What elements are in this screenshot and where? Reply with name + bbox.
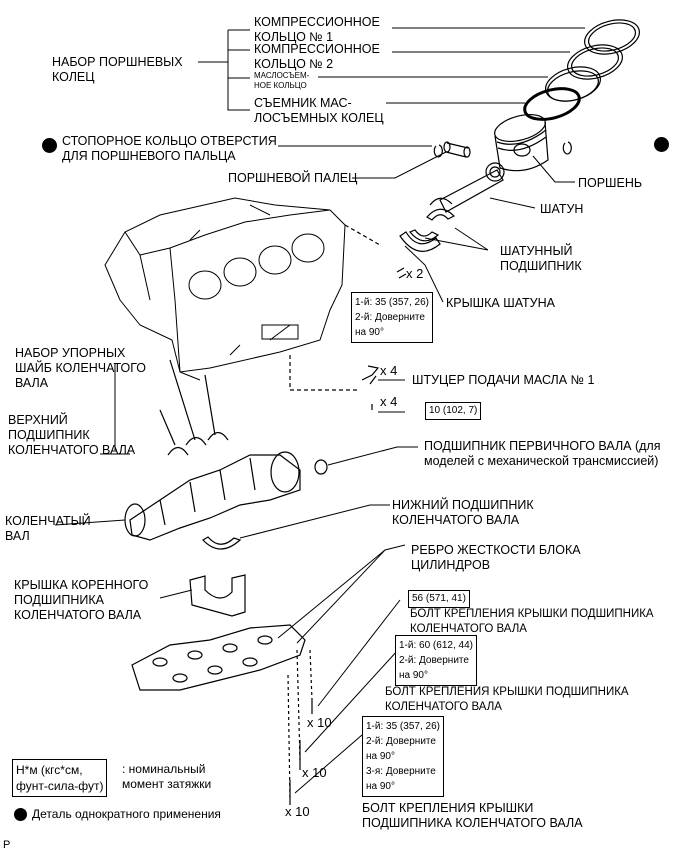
- non-reusable-dot-left: [42, 138, 57, 153]
- rod-bearing-upper: [426, 208, 456, 221]
- label-snap-ring: СТОПОРНОЕ КОЛЬЦО ОТВЕРСТИЯ ДЛЯ ПОРШНЕВОГ…: [62, 134, 277, 163]
- mult-bolt-1: x 10: [307, 715, 332, 730]
- mult-jet-bolt: x 4: [380, 394, 398, 409]
- ring-expander: [523, 87, 581, 121]
- pilot-bearing-shape: [314, 459, 328, 475]
- thrust-washer-a: [167, 446, 189, 456]
- ring-oil: [545, 66, 601, 102]
- mult-rod-nut: x 2: [406, 266, 424, 281]
- legend-unit-box: Н*м (кгс*см, фунт-сила-фут): [12, 759, 108, 797]
- torque-bolt-3: 1-й: 35 (357, 26) 2-й: Доверните на 90° …: [362, 716, 444, 797]
- label-bolt-1: БОЛТ КРЕПЛЕНИЯ КРЫШКИ ПОДШИПНИКА КОЛЕНЧА…: [410, 608, 654, 635]
- engine-block: [104, 197, 346, 381]
- label-oil-ring: МАСЛОСЪЕМ- НОЕ КОЛЬЦО: [254, 71, 310, 90]
- thrust-washer-c: [207, 431, 229, 441]
- pin-shape: [445, 142, 469, 158]
- oil-jet-shape: [361, 365, 380, 385]
- mult-bolt-2: x 10: [302, 765, 327, 780]
- label-pilot-bearing: ПОДШИПНИК ПЕРВИЧНОГО ВАЛА (для моделей с…: [424, 439, 661, 468]
- mult-jet-top: x 4: [380, 363, 398, 378]
- label-bolt-2: БОЛТ КРЕПЛЕНИЯ КРЫШКИ ПОДШИПНИКА КОЛЕНЧА…: [385, 686, 629, 713]
- label-pin: ПОРШНЕВОЙ ПАЛЕЦ: [228, 171, 358, 185]
- label-piston: ПОРШЕНЬ: [578, 176, 643, 190]
- label-ring-2: КОМПРЕССИОННОЕ КОЛЬЦО № 2: [254, 42, 380, 71]
- label-crankshaft: КОЛЕНЧАТЫЙ ВАЛ: [5, 514, 91, 543]
- torque-bolt-1: 56 (571, 41): [408, 590, 470, 608]
- figure-code: P: [3, 839, 11, 851]
- torque-rod-cap: 1-й: 35 (357, 26) 2-й: Доверните на 90°: [351, 292, 433, 343]
- snap-ring-right: [562, 141, 572, 155]
- stiffener-shape: [131, 624, 306, 691]
- label-rod-bearing: ШАТУННЫЙ ПОДШИПНИК: [500, 244, 582, 273]
- label-ring-set: НАБОР ПОРШНЕВЫХ КОЛЕЦ: [52, 55, 183, 84]
- label-jet: ШТУЦЕР ПОДАЧИ МАСЛА № 1: [412, 373, 595, 387]
- label-rod: ШАТУН: [540, 202, 584, 216]
- label-ring-1: КОМПРЕССИОННОЕ КОЛЬЦО № 1: [254, 15, 380, 44]
- label-main-cap: КРЫШКА КОРЕННОГО ПОДШИПНИКА КОЛЕНЧАТОГО …: [14, 578, 149, 622]
- rod-cap-shape: [399, 231, 441, 252]
- label-thrust-washer: НАБОР УПОРНЫХ ШАЙБ КОЛЕНЧАТОГО ВАЛА: [15, 346, 147, 390]
- legend-non-reusable-text: Деталь однократного применения: [32, 807, 221, 821]
- rod-shape: [429, 162, 505, 213]
- label-stiffener: РЕБРО ЖЕСТКОСТИ БЛОКА ЦИЛИНДРОВ: [411, 543, 581, 572]
- crankshaft-shape: [124, 451, 301, 541]
- label-upper-bearing: ВЕРХНИЙ ПОДШИПНИК КОЛЕНЧАТОГО ВАЛА: [8, 413, 136, 457]
- label-bolt-3: БОЛТ КРЕПЛЕНИЯ КРЫШКИ ПОДШИПНИКА КОЛЕНЧА…: [362, 801, 583, 830]
- rod-bearing-lower: [409, 229, 440, 242]
- torque-jet: 10 (102, 7): [425, 402, 482, 420]
- mult-bolt-3: x 10: [285, 804, 310, 819]
- torque-bolt-2: 1-й: 60 (612, 44) 2-й: Доверните на 90°: [395, 635, 477, 686]
- thrust-washer-b: [185, 436, 207, 446]
- legend-non-reusable-dot: [14, 808, 27, 821]
- piston-shape: [494, 113, 549, 172]
- label-lower-bearing: НИЖНИЙ ПОДШИПНИК КОЛЕНЧАТОГО ВАЛА: [392, 498, 534, 527]
- main-cap-shape: [189, 574, 246, 617]
- label-expander: СЪЕМНИК МАС- ЛОСЪЕМНЫХ КОЛЕЦ: [254, 96, 384, 125]
- label-rod-cap: КРЫШКА ШАТУНА: [446, 296, 555, 310]
- snap-ring-left: [433, 144, 443, 158]
- legend-unit-text: : номинальный момент затяжки: [122, 762, 212, 791]
- lower-bearing-shape: [202, 536, 242, 550]
- ring-2: [567, 44, 623, 80]
- non-reusable-dot-right: [654, 137, 669, 152]
- ring-1: [584, 19, 640, 55]
